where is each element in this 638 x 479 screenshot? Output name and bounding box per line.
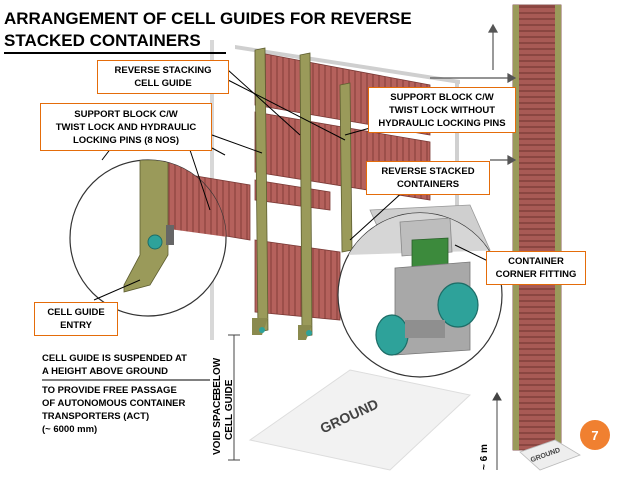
note-line: TRANSPORTERS (ACT): [42, 411, 150, 422]
callout-support-block-hydraulic: SUPPORT BLOCK C/W TWIST LOCK AND HYDRAUL…: [40, 103, 212, 151]
label-height: ~ 6 m: [479, 444, 490, 470]
zoom-circle-left: [69, 159, 227, 317]
title-line-1: ARRANGEMENT OF CELL GUIDES FOR REVERSE: [4, 9, 412, 28]
callout-line: CONTAINERS: [396, 179, 460, 190]
callout-line: SUPPORT BLOCK C/W: [74, 108, 178, 120]
callout-line: HYDRAULIC LOCKING PINS: [378, 117, 506, 129]
callout-line: SUPPORT BLOCK C/W: [390, 91, 494, 103]
arrows: [430, 23, 517, 166]
note-passage: TO PROVIDE FREE PASSAGE OF AUTONOMOUS CO…: [42, 384, 185, 436]
label-void-space: VOID SPACE: [212, 394, 223, 455]
callout-container-corner-fitting: CONTAINER CORNER FITTING: [486, 251, 586, 285]
zoom-circle-right: [337, 212, 503, 378]
callout-reverse-stacking-cell-guide: REVERSE STACKING CELL GUIDE: [97, 60, 229, 94]
note-line: A HEIGHT ABOVE GROUND: [42, 366, 168, 377]
callout-line: REVERSE STACKED: [381, 166, 475, 177]
note-line: TO PROVIDE FREE PASSAGE: [42, 385, 177, 396]
label-cell-guide-vertical: CELL GUIDE: [224, 379, 235, 440]
tall-cell-guide: [512, 4, 581, 471]
callout-line: ENTRY: [60, 320, 92, 331]
callout-line: CELL GUIDE: [47, 307, 105, 318]
title-underline: [4, 52, 226, 54]
note-line: (~ 6000 mm): [42, 424, 98, 435]
dimension-height: [492, 391, 502, 470]
callout-line: CONTAINER: [508, 256, 564, 267]
callout-line: CELL GUIDE: [134, 78, 192, 89]
callout-support-block-no-hydraulic: SUPPORT BLOCK C/W TWIST LOCK WITHOUT HYD…: [368, 87, 516, 133]
cell-guide-posts: [252, 47, 353, 340]
label-below: BELOW: [212, 357, 223, 395]
callout-line: LOCKING PINS (8 NOS): [72, 134, 180, 146]
callout-line: TWIST LOCK WITHOUT: [388, 104, 496, 116]
note-line: OF AUTONOMOUS CONTAINER: [42, 398, 186, 409]
ground-plane: [248, 369, 472, 471]
callout-cell-guide-entry: CELL GUIDE ENTRY: [34, 302, 118, 336]
callout-line: REVERSE STACKING: [114, 65, 212, 76]
leader-lines: [42, 69, 491, 381]
dimension-void-space: [228, 334, 240, 461]
note-line: CELL GUIDE IS SUSPENDED AT: [42, 353, 187, 364]
note-suspended: CELL GUIDE IS SUSPENDED AT A HEIGHT ABOV…: [42, 352, 187, 378]
title-line-2: STACKED CONTAINERS: [4, 31, 201, 50]
callout-reverse-stacked-containers: REVERSE STACKED CONTAINERS: [366, 161, 490, 195]
callout-line: CORNER FITTING: [495, 269, 577, 280]
page-number-badge: 7: [580, 420, 610, 450]
callout-line: TWIST LOCK AND HYDRAULIC: [55, 121, 197, 133]
